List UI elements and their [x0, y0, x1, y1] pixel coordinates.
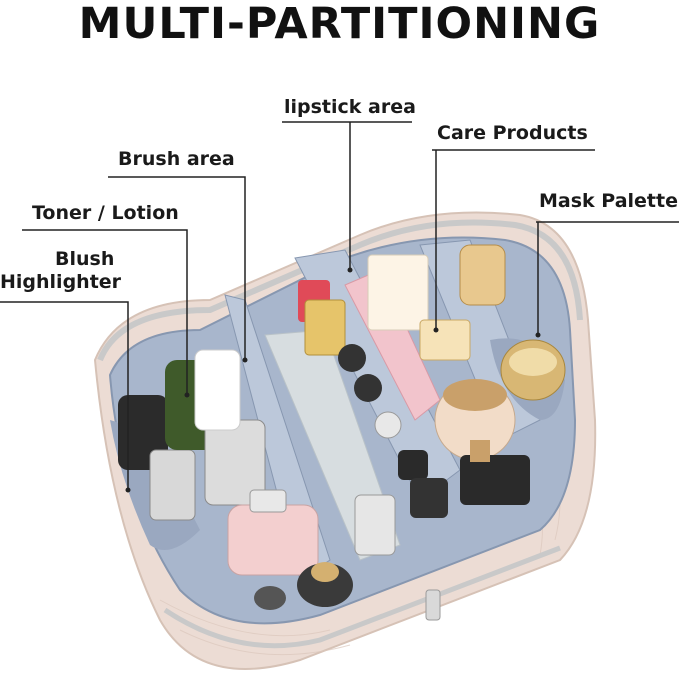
leader-blush	[0, 301, 129, 490]
label-brush-area: Brush area	[118, 148, 235, 170]
toner-bottles	[118, 349, 266, 521]
mask-palette-item	[500, 339, 566, 401]
lipstick-items	[298, 280, 448, 518]
leader-lipstick	[282, 121, 412, 270]
label-mask-palette: Mask Palette	[539, 190, 678, 212]
zipper	[97, 219, 583, 362]
zipper-pull	[425, 589, 441, 621]
label-highlighter: Highlighter	[0, 271, 122, 293]
leader-toner	[22, 229, 188, 395]
leader-mask	[536, 221, 679, 335]
leader-care	[432, 149, 595, 330]
leader-brush	[108, 176, 246, 360]
label-lipstick-area: lipstick area	[284, 96, 416, 118]
leader-lines	[0, 121, 679, 490]
page-title: MULTI-PARTITIONING	[78, 0, 601, 49]
leader-dots	[125, 267, 541, 493]
care-product-items	[344, 244, 530, 505]
label-blush: Blush	[55, 248, 115, 270]
perfume-items	[227, 489, 353, 610]
brush-area-items	[264, 329, 401, 561]
label-toner-lotion: Toner / Lotion	[32, 202, 179, 224]
label-care-products: Care Products	[437, 122, 588, 144]
